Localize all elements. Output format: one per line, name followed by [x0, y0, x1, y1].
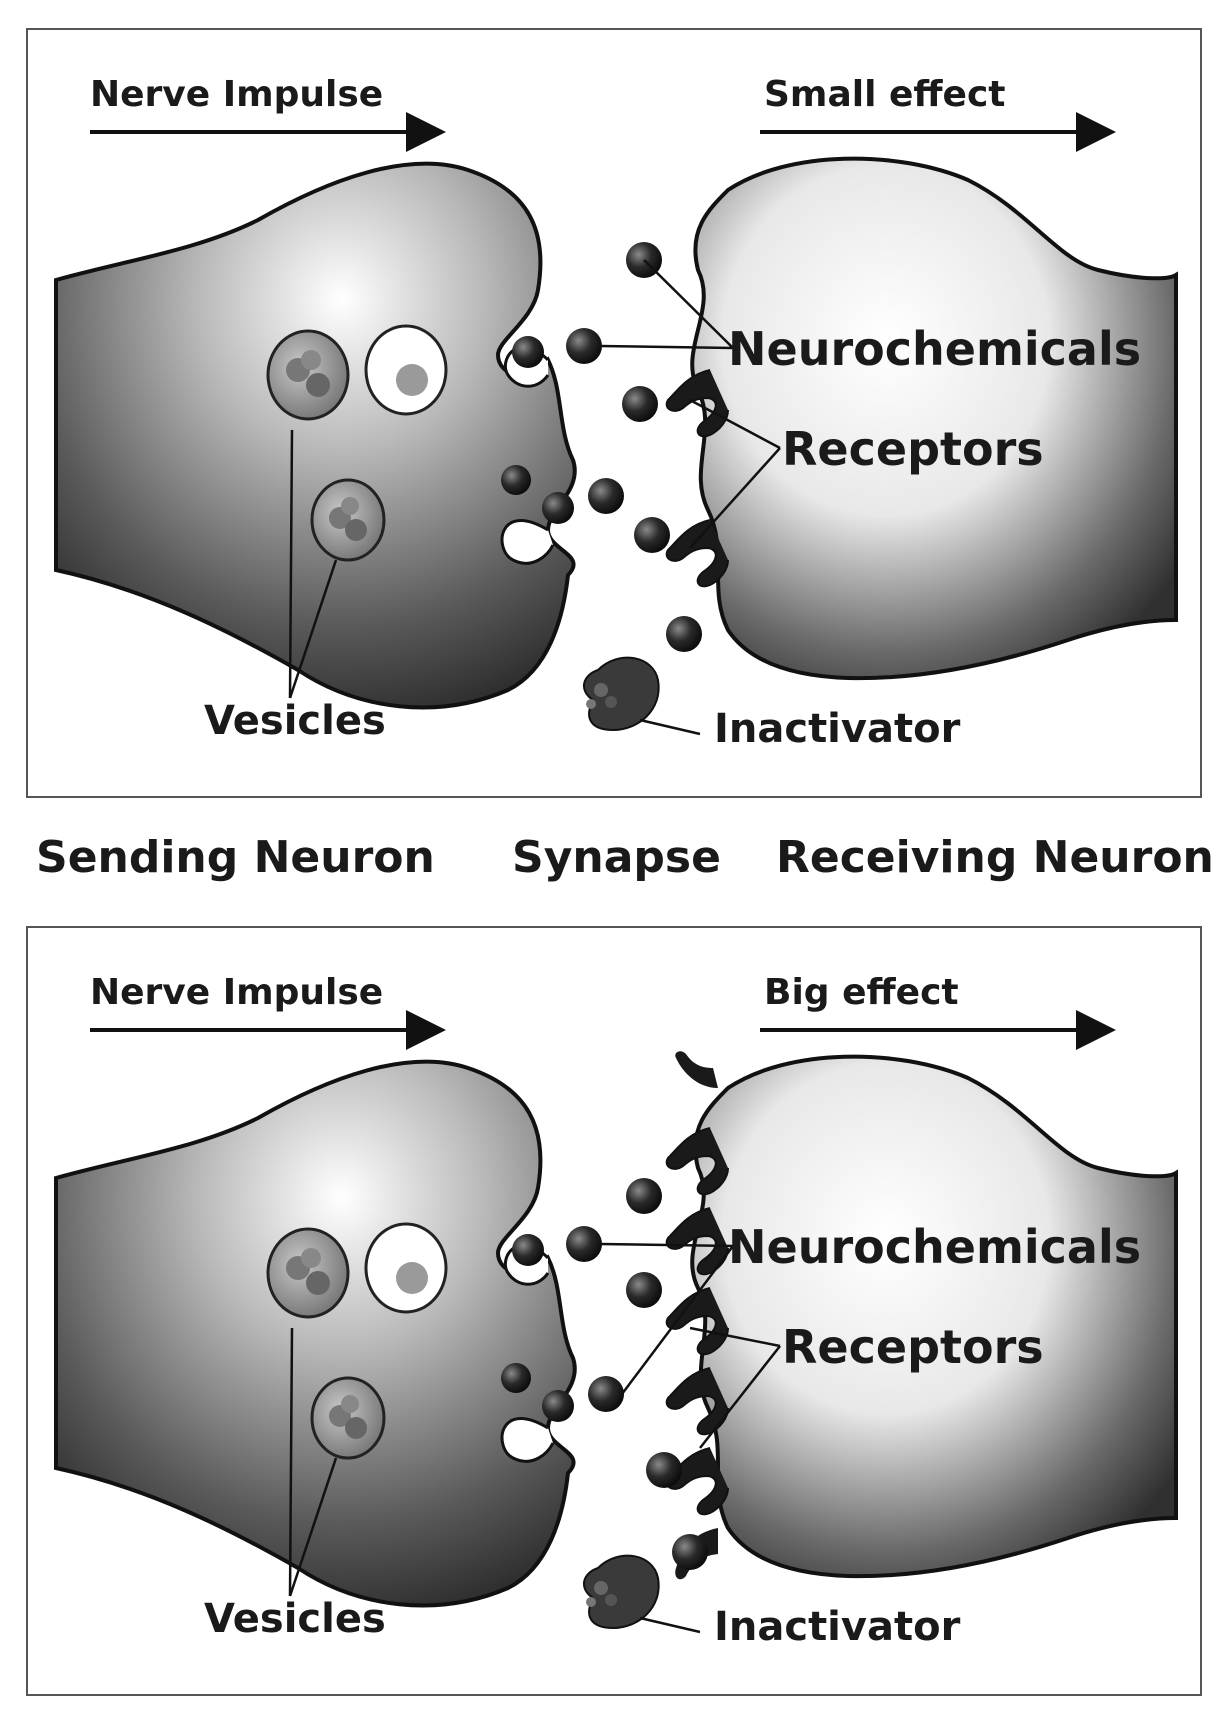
- neurochemical: [512, 1234, 544, 1266]
- neurochemical: [566, 1226, 602, 1262]
- neurochemical: [666, 616, 702, 652]
- sending-neuron-terminal: [54, 1059, 577, 1608]
- receptor: [665, 1127, 729, 1196]
- neurochemicals-label: Neurochemicals: [728, 322, 1142, 376]
- neurochemical: [626, 1272, 662, 1308]
- vesicles-label: Vesicles: [204, 1596, 386, 1642]
- neurochemical: [566, 328, 602, 364]
- neurochemical: [542, 1390, 574, 1422]
- neurochemicals-label: Neurochemicals: [728, 1220, 1142, 1274]
- effect-label: Small effect: [764, 74, 1006, 115]
- diagram-panel-small-effect: Nerve Impulse Small effect Neurochemical…: [26, 28, 1202, 798]
- receiving-neuron-caption: Receiving Neuron: [776, 832, 1214, 883]
- receptor: [675, 1051, 718, 1088]
- receptor: [665, 1287, 729, 1356]
- neurochemical: [672, 1534, 708, 1570]
- nerve-impulse-label: Nerve Impulse: [90, 74, 384, 115]
- receptor: [665, 1207, 729, 1276]
- neurochemical: [588, 1376, 624, 1412]
- receptor: [665, 369, 729, 438]
- receptor: [665, 1367, 729, 1436]
- nerve-impulse-label: Nerve Impulse: [90, 972, 384, 1013]
- receptors-label: Receptors: [782, 1320, 1044, 1374]
- receptors-label: Receptors: [782, 422, 1044, 476]
- neurochemical: [588, 478, 624, 514]
- sending-neuron-terminal: [54, 161, 577, 710]
- neurochemical: [542, 492, 574, 524]
- neurochemical: [501, 465, 531, 495]
- diagram-panel-big-effect: Nerve Impulse Big effect Neurochemicals …: [26, 926, 1202, 1696]
- sending-neuron-caption: Sending Neuron: [36, 832, 435, 883]
- neurochemical: [512, 336, 544, 368]
- neurochemical: [646, 1452, 682, 1488]
- vesicles-label: Vesicles: [204, 698, 386, 744]
- neurochemical: [634, 517, 670, 553]
- inactivator-label: Inactivator: [714, 1604, 961, 1650]
- neurochemical: [626, 1178, 662, 1214]
- neurochemical: [622, 386, 658, 422]
- synapse-caption: Synapse: [512, 832, 721, 883]
- receptor: [665, 519, 729, 588]
- inactivator: [583, 656, 660, 732]
- neurochemical: [501, 1363, 531, 1393]
- receiving-neuron: [690, 1054, 1178, 1579]
- receiving-neuron: [690, 156, 1178, 681]
- inactivator: [583, 1554, 660, 1630]
- inactivator-label: Inactivator: [714, 706, 961, 752]
- effect-label: Big effect: [764, 972, 959, 1013]
